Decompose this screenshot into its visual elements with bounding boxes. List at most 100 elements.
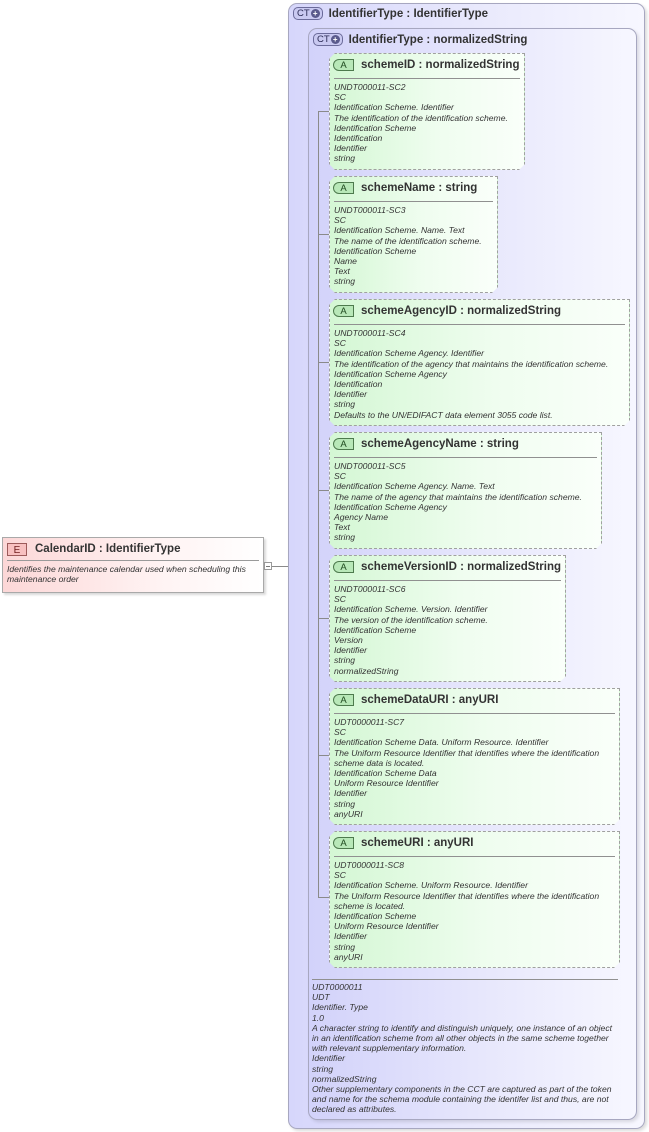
attribute-scheme-version-id[interactable]: A schemeVersionID : normalizedString UND… — [329, 555, 566, 682]
note-line: UDT — [312, 992, 330, 1003]
note-line: Identification Scheme. Uniform Resource.… — [334, 880, 528, 891]
note-line: Agency Name — [334, 512, 388, 523]
note-line: Identification Scheme Agency — [334, 501, 447, 512]
note-line: string — [334, 276, 356, 287]
complex-type-inner-title: IdentifierType : normalizedString — [348, 33, 528, 46]
divider — [312, 979, 618, 980]
attribute-header: A schemeVersionID : normalizedString — [330, 556, 565, 578]
note-line: string — [312, 1063, 334, 1074]
attribute-header: A schemeAgencyName : string — [330, 433, 601, 455]
complex-type-badge-icon: CT+ — [293, 7, 323, 20]
complex-type-inner-header: CT+ IdentifierType : normalizedString — [313, 33, 527, 46]
note-line: SC — [334, 471, 346, 482]
connector-line — [318, 490, 329, 491]
attribute-scheme-data-uri[interactable]: A schemeDataURI : anyURI UDT0000011-SC7 … — [329, 688, 620, 825]
attribute-tree-line — [318, 111, 319, 897]
element-header: E CalendarID : IdentifierType — [3, 538, 263, 560]
attribute-scheme-name[interactable]: A schemeName : string UNDT000011-SC3 SC … — [329, 176, 498, 293]
divider — [334, 856, 615, 857]
connector-line — [318, 111, 329, 112]
note-line: Identification Scheme Data — [334, 768, 437, 779]
note-line: anyURI — [334, 808, 363, 819]
note-line: The version of the identification scheme… — [334, 614, 488, 625]
attribute-notes: UNDT000011-SC4 SC Identification Scheme … — [330, 325, 629, 420]
note-line: SC — [334, 215, 346, 226]
collapse-toggle-icon[interactable] — [264, 562, 272, 570]
attribute-title: schemeVersionID : normalizedString — [361, 561, 562, 573]
note-line: 1.0 — [312, 1012, 324, 1023]
connector-line — [318, 234, 329, 235]
note-line: Identification Scheme — [334, 911, 417, 922]
divider — [334, 324, 625, 325]
note-line: Defaults to the UN/EDIFACT data element … — [334, 409, 553, 420]
attribute-notes: UDT0000011-SC8 SC Identification Scheme.… — [330, 857, 619, 962]
attribute-badge-icon: A — [333, 305, 354, 317]
attribute-badge-icon: A — [333, 438, 354, 450]
complex-type-badge-label: CT — [317, 34, 330, 45]
attribute-notes: UNDT000011-SC3 SC Identification Scheme.… — [330, 202, 497, 287]
note-line: string — [334, 399, 356, 410]
note-line: The Uniform Resource Identifier that ide… — [334, 747, 600, 768]
note-line: The name of the agency that maintains th… — [334, 491, 582, 502]
connector-line — [318, 897, 329, 898]
connector-line — [272, 566, 288, 567]
note-line: UDT0000011-SC8 — [334, 860, 405, 870]
attribute-badge-icon: A — [333, 182, 354, 194]
complex-type-outer-header: CT+ IdentifierType : IdentifierType — [293, 7, 488, 20]
element-calendar-id[interactable]: E CalendarID : IdentifierType Identifies… — [2, 537, 264, 593]
note-line: UNDT000011-SC3 — [334, 205, 406, 215]
note-line: The identification of the agency that ma… — [334, 358, 609, 369]
attribute-scheme-uri[interactable]: A schemeURI : anyURI UDT0000011-SC8 SC I… — [329, 831, 620, 968]
note-line: Identification Scheme Data. Uniform Reso… — [334, 737, 549, 748]
complex-type-notes: UDT0000011 UDT Identifier. Type 1.0 A ch… — [312, 979, 618, 1115]
note-line: Identifier — [334, 645, 367, 656]
note-line: Identifier — [334, 931, 367, 942]
note-line: Uniform Resource Identifier — [334, 778, 439, 789]
note-line: string — [334, 941, 356, 952]
attribute-scheme-id[interactable]: A schemeID : normalizedString UNDT000011… — [329, 53, 525, 170]
note-line: SC — [334, 92, 346, 103]
note-line: Identifier — [334, 143, 367, 154]
note-line: Identifier — [334, 389, 367, 400]
divider — [334, 201, 493, 202]
note-line: Text — [334, 522, 350, 533]
note-line: Version — [334, 635, 363, 646]
attribute-scheme-agency-name[interactable]: A schemeAgencyName : string UNDT000011-S… — [329, 432, 602, 549]
expand-plus-icon: + — [330, 35, 340, 44]
note-line: Identification — [334, 133, 383, 144]
note-line: Identifier — [334, 788, 367, 799]
note-line: UDT0000011 — [312, 982, 363, 992]
expand-plus-icon: + — [310, 9, 320, 18]
attribute-header: A schemeName : string — [330, 177, 497, 199]
note-line: UNDT000011-SC5 — [334, 461, 406, 471]
note-line: Identification Scheme — [334, 624, 417, 635]
attribute-scheme-agency-id[interactable]: A schemeAgencyID : normalizedString UNDT… — [329, 299, 630, 426]
note-line: SC — [334, 727, 346, 738]
complex-type-badge-icon: CT+ — [313, 33, 343, 46]
attribute-title: schemeAgencyName : string — [361, 438, 519, 450]
connector-line — [318, 755, 329, 756]
note-line: SC — [334, 870, 346, 881]
connector-line — [318, 618, 329, 619]
attribute-notes: UDT0000011-SC7 SC Identification Scheme … — [330, 714, 619, 819]
note-line: normalizedString — [312, 1073, 377, 1084]
element-title: CalendarID : IdentifierType — [35, 543, 181, 555]
divider — [334, 78, 520, 79]
divider — [334, 580, 561, 581]
note-line: string — [334, 655, 356, 666]
note-line: Name — [334, 256, 357, 267]
note-line: Identification Scheme Agency. Name. Text — [334, 481, 495, 492]
note-line: UNDT000011-SC2 — [334, 82, 406, 92]
note-line: Uniform Resource Identifier — [334, 921, 439, 932]
note-line: UDT0000011-SC7 — [334, 717, 405, 727]
note-line: Identification Scheme. Version. Identifi… — [334, 604, 488, 615]
note-line: UNDT000011-SC6 — [334, 584, 406, 594]
note-line: The identification of the identification… — [334, 112, 508, 123]
attribute-badge-icon: A — [333, 561, 354, 573]
note-line: anyURI — [334, 951, 363, 962]
note-line: Identification Scheme Agency — [334, 368, 447, 379]
note-line: The name of the identification scheme. — [334, 235, 482, 246]
element-badge-icon: E — [7, 542, 27, 556]
note-line: Identifier — [312, 1053, 345, 1064]
note-line: UNDT000011-SC4 — [334, 328, 406, 338]
